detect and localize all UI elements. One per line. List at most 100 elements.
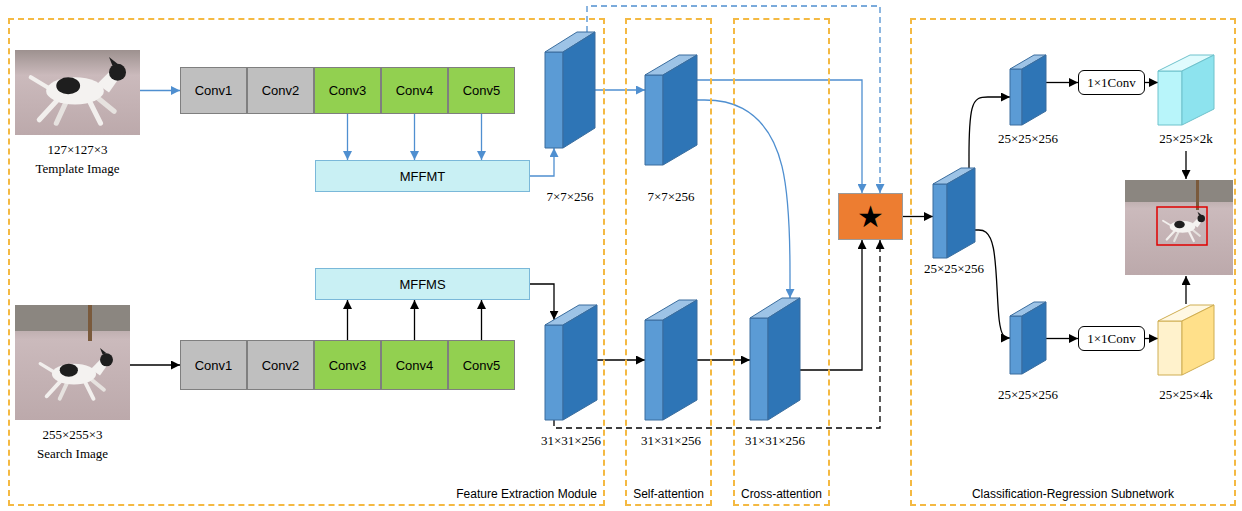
cuboid-front	[933, 184, 947, 258]
regression-map: 25×25×4k	[1158, 305, 1214, 375]
flow-arrow	[554, 240, 880, 428]
cuboid-front	[1158, 321, 1182, 375]
box-label: Conv2	[262, 358, 300, 373]
dimension-label: 31×31×256	[541, 434, 601, 449]
flow-arrow	[530, 148, 554, 176]
flow-arrow	[140, 90, 180, 91]
cuboid-front	[545, 52, 563, 148]
cuboid-side	[947, 168, 975, 258]
cuboid-shape	[1010, 302, 1046, 374]
flow-arrow	[414, 300, 415, 340]
flow-arrow	[347, 114, 348, 160]
conv-layer: Conv1	[180, 340, 247, 390]
cuboid-front	[645, 320, 663, 420]
flow-arrow	[697, 359, 750, 360]
flow-arrow	[1145, 82, 1158, 83]
input-image: 127×127×3Template Image	[15, 50, 140, 190]
photo-ground	[15, 50, 140, 135]
cuboid-side	[768, 298, 800, 420]
cuboid-side	[1182, 305, 1214, 375]
module-label: Classification-Regression Subnetwork	[972, 487, 1174, 501]
score-map: 25×25×2k	[1158, 55, 1214, 125]
photo-background	[1125, 180, 1233, 202]
cuboid-side	[563, 32, 595, 148]
flow-arrow	[530, 284, 554, 320]
feature-map: 31×31×256	[750, 298, 800, 420]
conv-block: 1×1Conv	[1078, 326, 1145, 351]
tracking-box	[1157, 207, 1207, 245]
cuboid-front	[1158, 71, 1182, 125]
cuboid-front	[750, 318, 768, 420]
photo-ground	[1125, 180, 1233, 275]
flow-arrow	[1046, 82, 1078, 83]
input-image: 255×255×3Search Image	[15, 305, 130, 455]
flow-arrow	[595, 89, 645, 90]
module-label: Self-attention	[633, 487, 704, 501]
flow-arrow	[1145, 338, 1158, 339]
correlation-operator: ★	[838, 193, 903, 240]
dimension-label: 25×25×256	[998, 388, 1058, 403]
box-label: MFFMT	[400, 169, 445, 184]
feature-map: 31×31×256	[645, 300, 697, 420]
cuboid-front	[645, 75, 663, 165]
flow-arrow	[697, 80, 862, 193]
cuboid-front	[1010, 69, 1022, 125]
dog-figure	[1163, 212, 1205, 241]
image-caption: 255×255×3	[42, 426, 102, 445]
box-label: Conv5	[463, 358, 501, 373]
cuboid-side	[1022, 302, 1046, 374]
cuboid-shape	[933, 168, 975, 258]
flow-arrow	[903, 216, 933, 217]
conv-layer: Conv4	[381, 340, 448, 390]
cuboid-side	[663, 55, 697, 165]
conv-layer: Conv4	[381, 67, 448, 114]
output-arrow	[1185, 276, 1186, 304]
module-label: Feature Extraction Module	[456, 487, 597, 501]
module-region: Feature Extraction Module 127×127×3Templa…	[8, 18, 605, 506]
module-label: Cross-attention	[741, 487, 822, 501]
conv-block: 1×1Conv	[1078, 70, 1145, 95]
box-label: Conv4	[396, 358, 434, 373]
image-caption: Template Image	[36, 160, 120, 179]
module-region: Cross-attention 31×31×256	[733, 18, 830, 506]
feature-map: 31×31×256	[545, 305, 597, 420]
feature-map: 25×25×256	[1010, 55, 1046, 125]
dimension-label: 7×7×256	[647, 190, 694, 205]
cuboid-shape	[645, 300, 697, 420]
flow-arrow	[1046, 338, 1078, 339]
box-label: Conv2	[262, 83, 300, 98]
cuboid-shape	[1158, 55, 1214, 125]
flow-arrow	[800, 240, 862, 370]
conv-layer: Conv2	[247, 67, 314, 114]
flow-arrow	[347, 300, 348, 340]
cuboid-front	[545, 325, 563, 420]
photo-post	[88, 305, 92, 341]
cuboid-side	[1022, 55, 1046, 125]
box-label: 1×1Conv	[1087, 331, 1136, 347]
photo-post	[1196, 180, 1199, 210]
feature-map: 7×7×256	[545, 32, 595, 148]
cuboid-shape	[1158, 305, 1214, 375]
operator-symbol: ★	[857, 202, 884, 232]
feature-map: 25×25×256	[1010, 302, 1046, 374]
cuboid-side	[663, 300, 697, 420]
cuboid-shape	[645, 55, 697, 165]
box-label: MFFMS	[399, 277, 445, 292]
conv-layer: Conv1	[180, 67, 247, 114]
box-label: Conv5	[463, 83, 501, 98]
box-label: Conv3	[329, 358, 367, 373]
box-label: Conv4	[396, 83, 434, 98]
photo-ground	[15, 305, 130, 420]
fusion-module: MFFMS	[315, 268, 530, 300]
dog-figure	[40, 348, 113, 399]
feature-map: 25×25×256	[933, 168, 975, 258]
conv-layer: Conv3	[314, 67, 381, 114]
dimension-label: 31×31×256	[641, 434, 701, 449]
conv-layer: Conv5	[448, 67, 515, 114]
flow-arrow	[481, 300, 482, 340]
photo-background	[15, 305, 130, 331]
dimension-label: 25×25×2k	[1159, 132, 1213, 147]
feature-map: 7×7×256	[645, 55, 697, 165]
